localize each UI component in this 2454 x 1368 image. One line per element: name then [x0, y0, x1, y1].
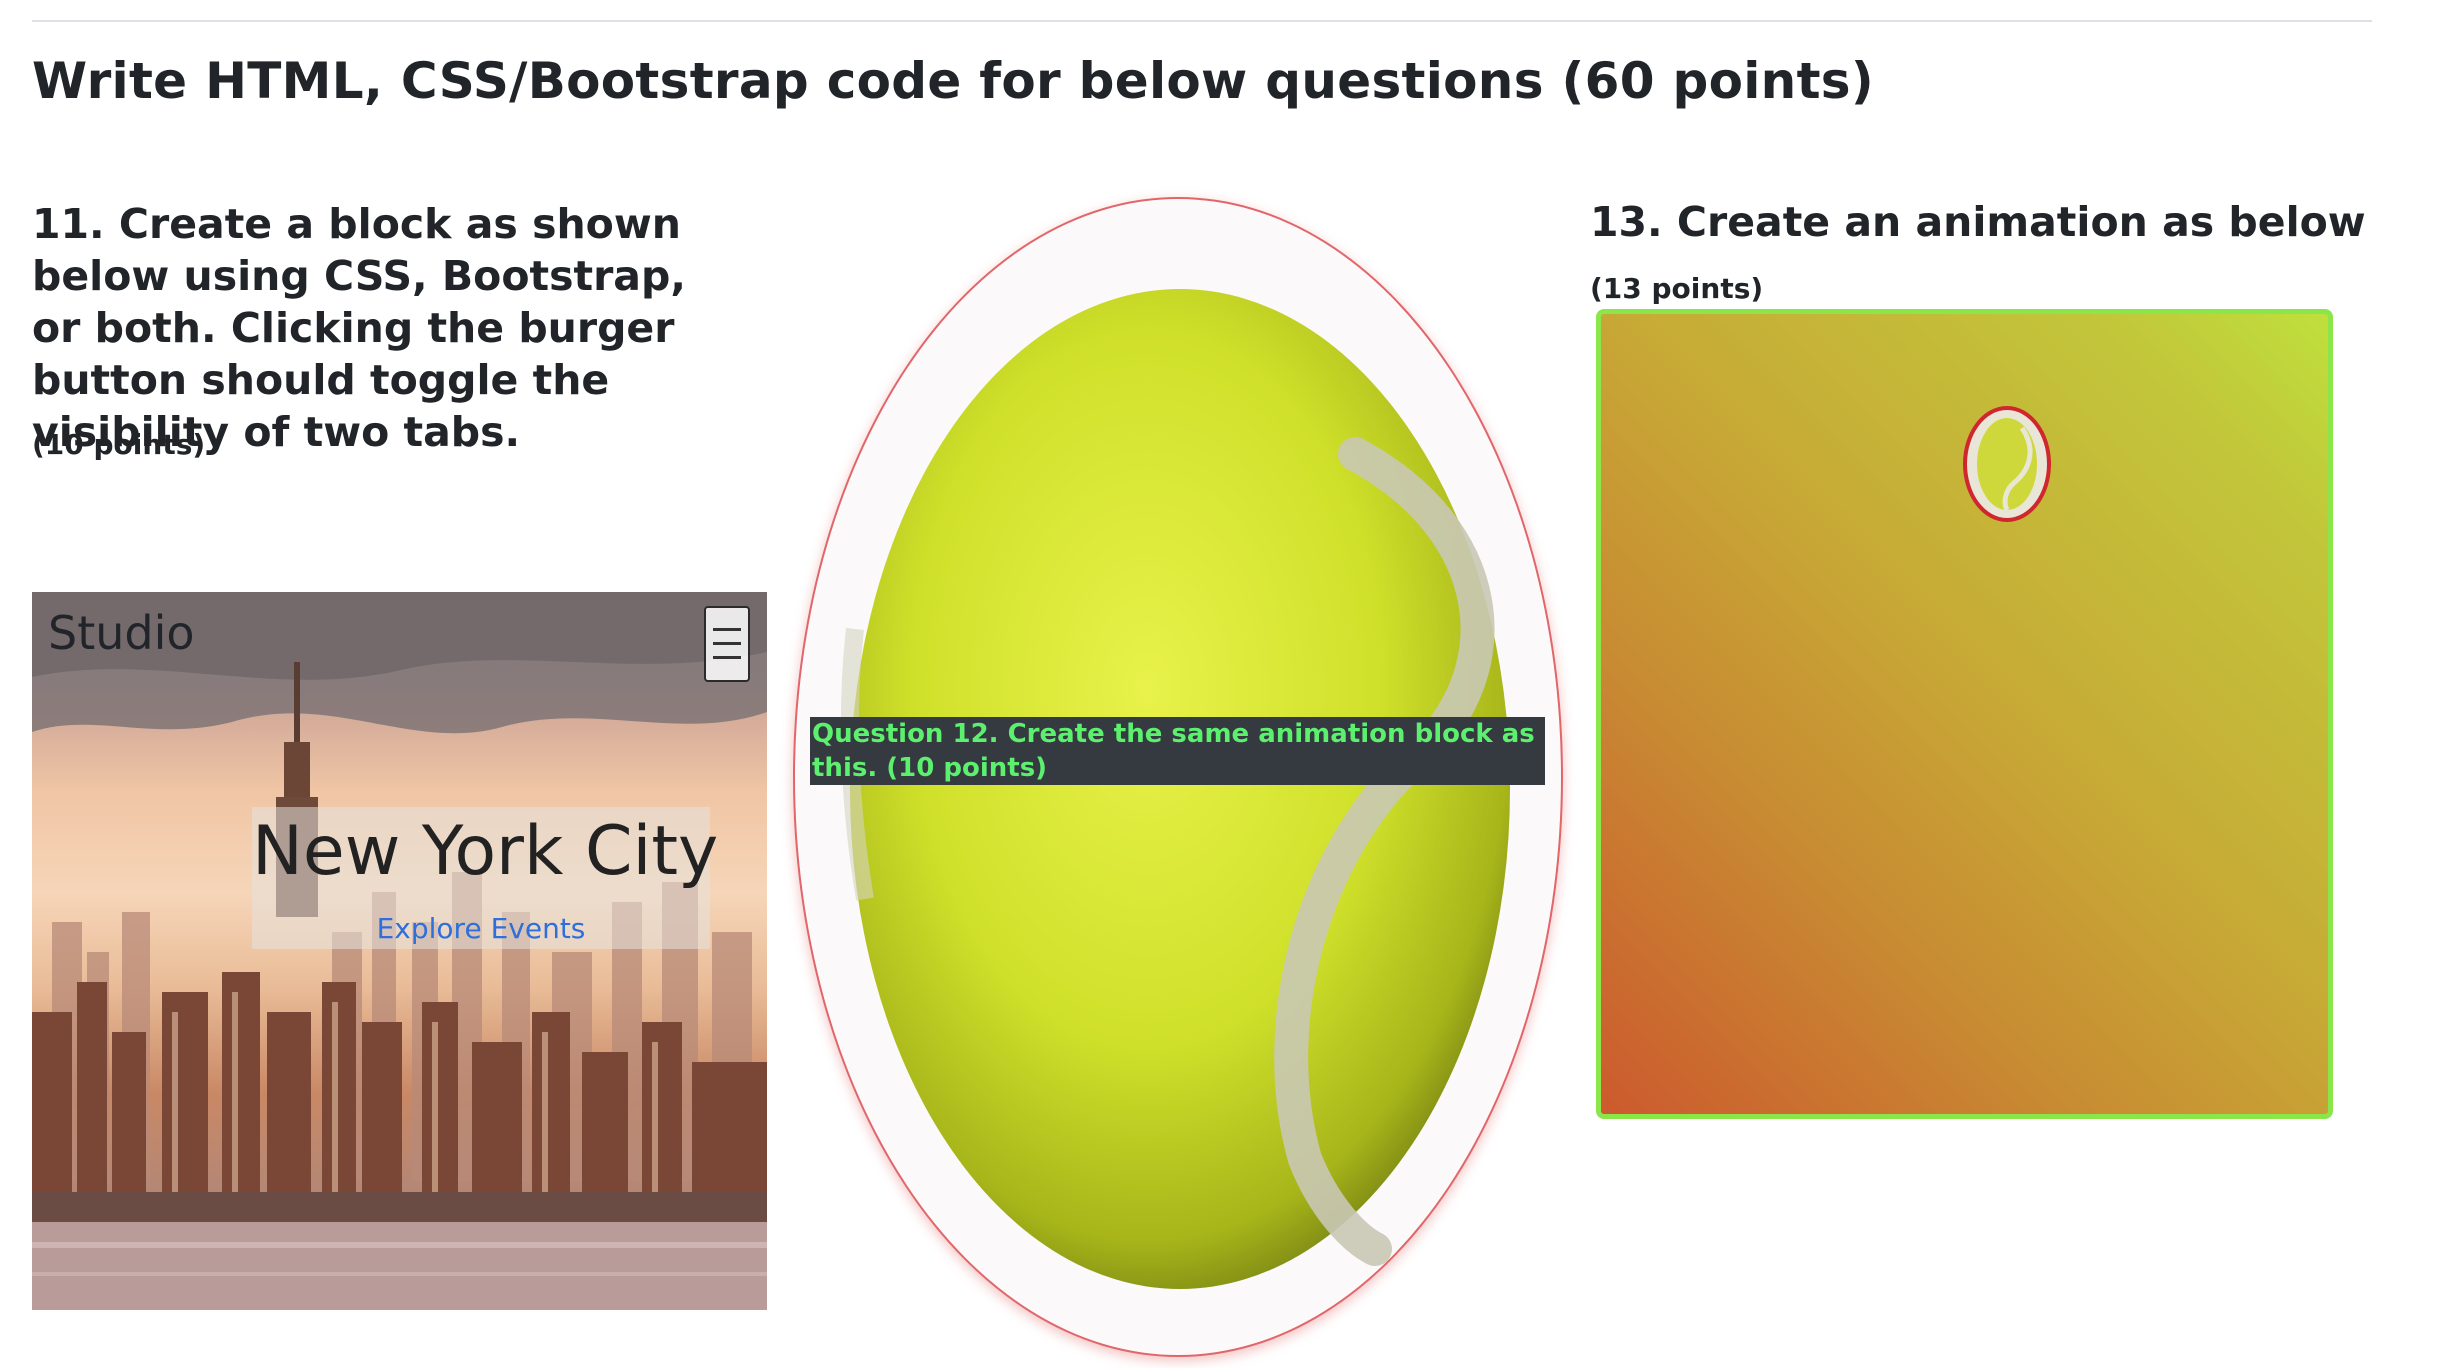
hero-overlay — [252, 807, 710, 949]
question-11-points: (10 points) — [32, 428, 206, 461]
tennis-ball-small-image — [1963, 406, 2051, 522]
question-13-title: 13. Create an animation as below — [1590, 198, 2366, 246]
studio-demo-block: Studio New York City Explore Events — [32, 592, 767, 1310]
animation-box — [1596, 309, 2333, 1119]
page-title: Write HTML, CSS/Bootstrap code for below… — [32, 52, 1874, 110]
top-divider — [32, 20, 2372, 22]
city-skyline-image — [32, 592, 767, 1310]
explore-events-link[interactable]: Explore Events — [376, 912, 586, 945]
hero-title: New York City — [252, 812, 719, 891]
studio-brand[interactable]: Studio — [48, 606, 195, 660]
hamburger-menu-icon[interactable] — [704, 606, 750, 682]
question-13-points: (13 points) — [1590, 272, 1764, 305]
question-11-text: 11. Create a block as shown below using … — [32, 200, 686, 456]
question-12-label: Question 12. Create the same animation b… — [810, 717, 1545, 785]
